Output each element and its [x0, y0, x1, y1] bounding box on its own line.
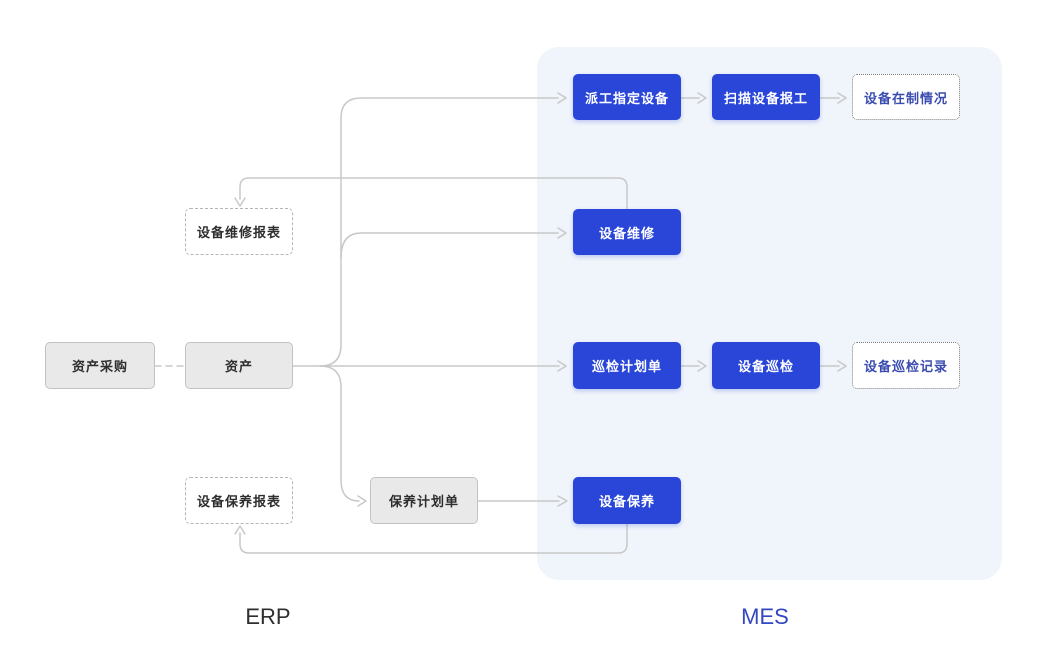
arrowhead	[697, 360, 707, 372]
node-equipment-repair: 设备维修	[573, 209, 681, 255]
node-wip-status: 设备在制情况	[852, 74, 960, 120]
arrowhead	[557, 92, 567, 104]
node-equipment-inspection: 设备巡检	[712, 342, 820, 389]
arrowhead	[557, 227, 567, 239]
node-asset-purchase: 资产采购	[45, 342, 155, 389]
erp-lane-label: ERP	[245, 604, 291, 629]
connector-asset-to-repair	[340, 232, 559, 259]
arrowhead	[557, 495, 568, 507]
connector-asset-to-maintenance-plan	[319, 365, 360, 502]
connector-repair-to-repair-report	[239, 177, 628, 210]
node-maintenance-report: 设备保养报表	[185, 477, 293, 524]
node-asset: 资产	[185, 342, 293, 389]
node-repair-report: 设备维修报表	[185, 208, 293, 255]
node-maintenance-plan: 保养计划单	[370, 477, 478, 524]
arrowhead	[234, 197, 246, 207]
node-dispatch-assign: 派工指定设备	[573, 74, 681, 120]
arrowhead	[234, 525, 246, 535]
node-inspection-record: 设备巡检记录	[852, 342, 960, 389]
connector-maintenance-to-maintenance-report	[239, 523, 628, 554]
connector-asset-to-dispatch	[319, 97, 559, 367]
node-equipment-maintenance: 设备保养	[573, 477, 681, 524]
node-scan-work-report: 扫描设备报工	[712, 74, 820, 120]
arrowhead	[697, 92, 707, 104]
arrowhead	[557, 360, 567, 372]
mes-lane-label: MES	[741, 604, 789, 629]
arrowhead	[837, 360, 847, 372]
node-inspection-plan: 巡检计划单	[573, 342, 681, 389]
arrowhead	[357, 495, 367, 507]
arrowhead	[837, 92, 847, 104]
